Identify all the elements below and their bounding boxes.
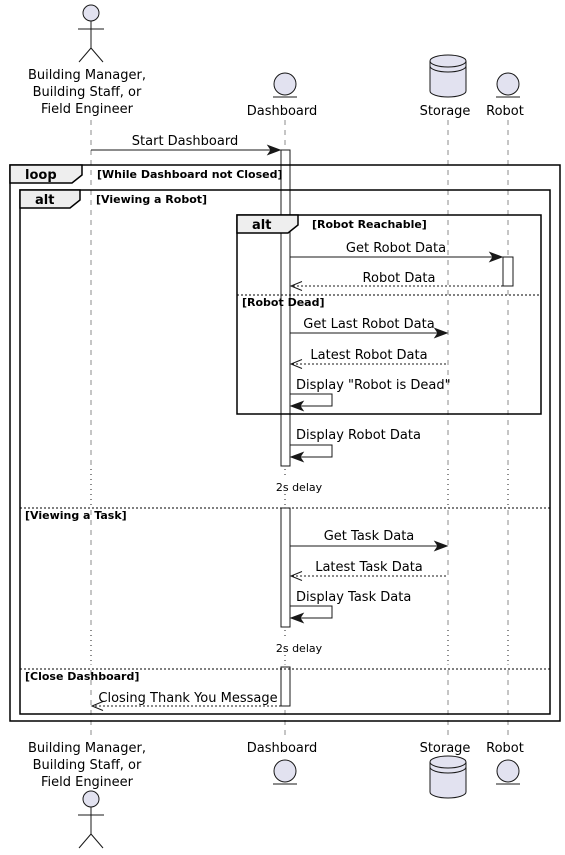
alt-inner-frame: alt [Robot Reachable] [Robot Dead] (236, 214, 542, 415)
storage-bottom: Storage (420, 741, 471, 799)
robot-activation (502, 256, 514, 287)
actor-label-line1: Building Manager, (28, 741, 146, 756)
actor-icon (78, 790, 104, 849)
alt-inner-guard: [Robot Reachable] (312, 218, 427, 231)
entity-icon (496, 72, 520, 98)
alt-inner-tag: alt (252, 218, 271, 233)
message-get-robot-data: Get Robot Data (290, 241, 504, 263)
message-label: Get Robot Data (346, 241, 446, 256)
entity-icon (273, 759, 297, 785)
actor-bottom: Building Manager, Building Staff, or Fie… (28, 741, 146, 849)
message-start-dashboard: Start Dashboard (91, 134, 282, 156)
message-display-task-data: Display Task Data (289, 590, 411, 624)
dashboard-activation-2 (280, 507, 291, 628)
message-latest-task-data: Latest Task Data (289, 560, 446, 581)
message-label: Get Task Data (324, 529, 415, 544)
messages: Start Dashboard Get Robot Data Robot Dat… (90, 134, 504, 711)
message-label: Display Robot Data (296, 428, 421, 443)
message-label: Display "Robot is Dead" (296, 378, 451, 393)
alt-outer-tag: alt (35, 193, 54, 208)
message-label: Latest Task Data (315, 560, 423, 575)
alt-inner-guard: [Robot Dead] (242, 296, 325, 309)
entity-icon (273, 72, 297, 98)
loop-tag: loop (25, 168, 57, 183)
entity-icon (496, 759, 520, 785)
loop-tab (9, 164, 83, 184)
message-robot-data: Robot Data (289, 271, 503, 291)
message-label: Display Task Data (296, 590, 411, 605)
dashboard-activation-1 (280, 149, 291, 467)
delay-label: 2s delay (276, 642, 323, 655)
message-label: Closing Thank You Message (98, 691, 277, 706)
storage-top: Storage (420, 54, 471, 119)
dashboard-activation-3 (280, 666, 291, 707)
dashboard-label: Dashboard (247, 104, 318, 119)
database-icon (429, 54, 467, 98)
alt-outer-guard: [Viewing a Robot] (96, 193, 207, 206)
message-get-task-data: Get Task Data (290, 529, 449, 552)
robot-label: Robot (486, 104, 524, 119)
robot-bottom: Robot (486, 741, 524, 785)
dashboard-bottom: Dashboard (247, 741, 318, 785)
storage-label: Storage (420, 741, 471, 756)
actor-label-line3: Field Engineer (41, 775, 134, 790)
database-icon (429, 755, 467, 799)
loop-frame: loop [While Dashboard not Closed] (9, 164, 561, 722)
actor-label-line1: Building Manager, (28, 68, 146, 83)
loop-guard: [While Dashboard not Closed] (97, 168, 283, 181)
message-closing: Closing Thank You Message (90, 691, 281, 711)
alt-outer-guard: [Viewing a Task] (25, 509, 127, 522)
message-label: Start Dashboard (132, 134, 238, 149)
storage-label: Storage (420, 104, 471, 119)
delay-gaps: 2s delay 2s delay (80, 469, 520, 664)
message-label: Robot Data (363, 271, 436, 286)
actor-label-line2: Building Staff, or (33, 85, 142, 100)
alt-outer-tab (19, 189, 81, 209)
message-display-robot-dead: Display "Robot is Dead" (289, 378, 451, 412)
message-get-last-robot-data: Get Last Robot Data (290, 317, 449, 339)
robot-label: Robot (486, 741, 524, 756)
alt-outer-frame: alt [Viewing a Robot] [Viewing a Task] [… (19, 189, 551, 715)
actor-top: Building Manager, Building Staff, or Fie… (28, 4, 146, 117)
dashboard-top: Dashboard (247, 72, 318, 119)
actor-label-line3: Field Engineer (41, 102, 134, 117)
alt-outer-guard: [Close Dashboard] (25, 670, 139, 683)
dashboard-label: Dashboard (247, 741, 318, 756)
message-label: Latest Robot Data (310, 348, 427, 363)
activations (280, 149, 514, 707)
robot-top: Robot (486, 72, 524, 119)
delay-label: 2s delay (276, 481, 323, 494)
actor-icon (78, 4, 104, 63)
alt-inner-tab (236, 214, 299, 234)
actor-label-line2: Building Staff, or (33, 758, 142, 773)
message-latest-robot-data: Latest Robot Data (289, 348, 446, 369)
message-label: Get Last Robot Data (303, 317, 434, 332)
message-display-robot-data: Display Robot Data (289, 428, 421, 463)
